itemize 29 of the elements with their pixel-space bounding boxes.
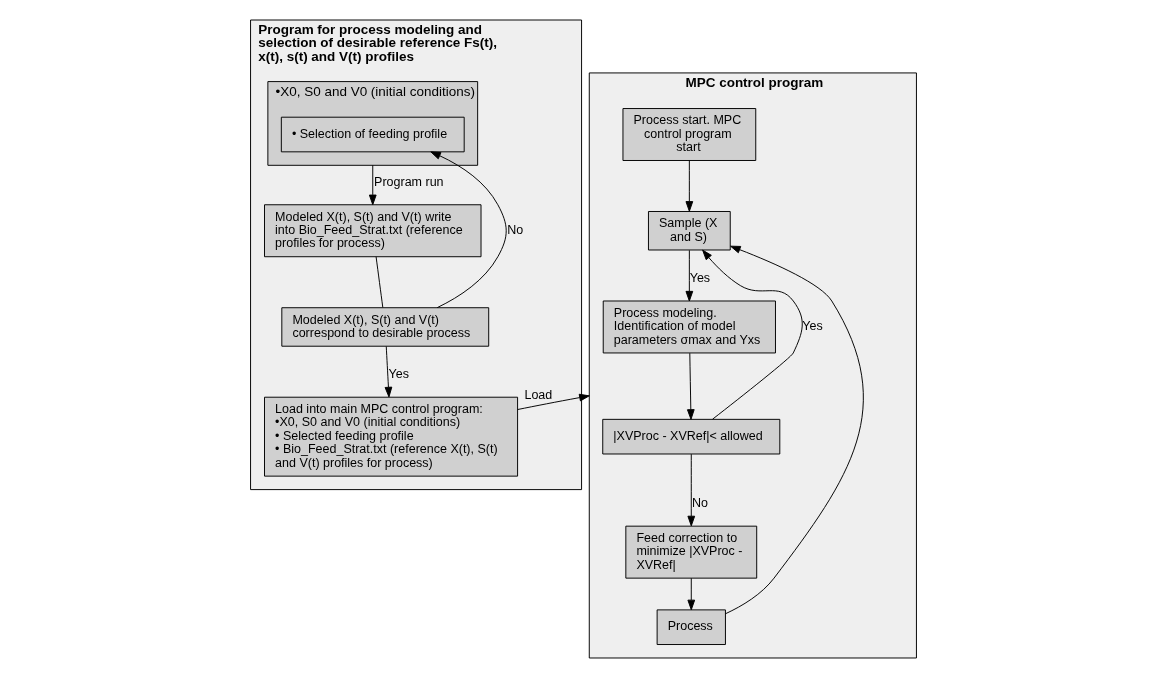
node-box: • Selection of feeding profile [280,116,465,153]
node-box: Process start. MPC control program start [622,108,757,161]
edge-label: Program run [374,174,444,189]
arrow [686,352,695,420]
arrow [384,345,393,398]
edge-label: No [691,496,708,511]
node-box: Modeled X(t), S(t) and V(t) correspond to desirable process [281,307,490,347]
arrow [517,393,590,410]
node-box: |XVProc - XVRef|< allowed [602,418,781,455]
arrow [685,160,694,212]
node-box: Sample (X and S) [647,211,731,251]
connector [375,256,384,308]
edge-label: No [507,223,524,238]
arrow [368,164,377,206]
arrow [725,245,864,615]
edge-label: Yes [802,319,823,334]
arrow [702,249,803,420]
arrow [687,453,696,527]
arrow [687,577,696,611]
arrow [430,151,507,309]
edge-label: Load [524,388,553,403]
node-box: Feed correction to minimize |XVProc - XVRef| [625,525,758,579]
arrow [685,249,694,302]
node-box: Process [656,609,726,645]
edge-label: Yes [388,367,409,382]
node-box: Modeled X(t), S(t) and V(t) write into Bio_Feed_Strat.txt (reference profiles for process) [264,204,482,258]
node-box: Load into main MPC control program: •X0, S0 and V0 (initial conditions) • Selected feeding profile • Bio_Feed_Strat.txt (reference X(t), S(t) and V(t) profiles for process) [264,396,519,477]
edge-label: Yes [689,271,711,286]
node-box: Process modeling. Identification of model parameters σmax and Yxs [602,300,776,354]
